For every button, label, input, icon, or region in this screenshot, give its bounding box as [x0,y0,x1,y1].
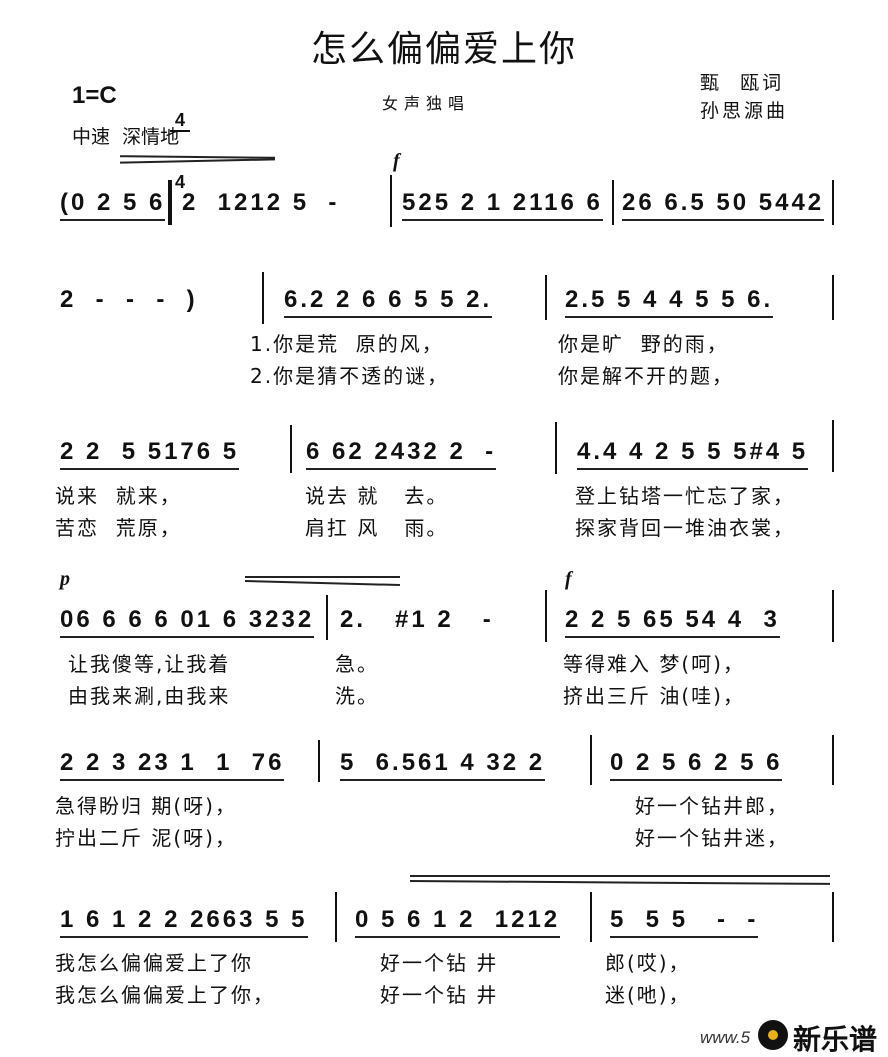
lyric-verse1: 说去 就 去。 [305,484,449,508]
time-top: 4 [170,110,191,132]
lyric-verse1: 让我傻等,让我着 [68,652,231,676]
barline [832,275,834,320]
measure: 5 5 5 - - [610,907,759,938]
record-disc-icon [758,1020,788,1050]
lyric-verse2: 肩扛 风 雨。 [305,516,449,540]
crescendo-line [119,158,276,164]
measure: 5 6.561 4 32 2 [340,750,546,781]
barline [612,180,614,225]
lyric-verse2: 2.你是猜不透的谜， [250,364,450,388]
lyric-verse1: 好一个钻井郎， [635,794,789,818]
lyric-verse2: 挤出三斤 油(哇)， [563,684,745,708]
measure: 06 6 6 6 01 6 3232 [60,607,315,638]
measure: (0 2 5 6 [60,190,166,221]
lyric-verse1: 说来 就来， [55,484,182,508]
lyric-verse2: 我怎么偏偏爱上了你， [55,983,275,1007]
dynamic-forte: f [393,150,400,172]
measure: 6 62 2432 2 - [306,439,497,470]
lyric-verse1: 好一个钻 井 [380,951,499,975]
song-title: 怎么偏偏爱上你 [310,29,577,70]
lyric-verse2: 由我来涮,由我来 [68,684,231,708]
lyric-verse1: 你是旷 野的雨， [558,332,729,356]
lyric-verse2: 你是解不开的题， [558,364,734,388]
lyric-verse2: 好一个钻井迷， [635,826,789,850]
repeat-barline [168,180,172,225]
watermark-url: www.5 [700,1028,751,1047]
barline [390,175,392,227]
time-signature: 4 4 [170,70,191,232]
measure: 2 2 5 65 54 4 3 [565,607,780,638]
barline [832,735,834,785]
barline [832,180,834,225]
measure: 4.4 4 2 5 5 5#4 5 [577,439,809,470]
barline [555,422,557,474]
lyric-verse1: 急得盼归 期(呀)， [55,794,237,818]
barline [545,275,547,320]
barline [326,595,328,640]
measure: 525 2 1 2116 6 [402,190,603,221]
lyric-verse2: 洗。 [335,684,379,708]
measure: 2.5 5 4 4 5 5 6. [565,287,774,318]
measure: 2 2 5 5176 5 [60,439,240,470]
measure: 0 2 5 6 2 5 6 [610,750,783,781]
measure: 2 - - - ) [60,286,198,313]
measure: 2. #1 2 - [340,606,494,633]
lyric-verse2: 拧出二斤 泥(呀)， [55,826,237,850]
barline [590,892,592,942]
diminuendo-line [244,580,400,587]
lyric-verse2: 苦恋 荒原， [55,516,182,540]
lyric-verse1: 登上钻塔一忙忘了家， [575,484,795,508]
diminuendo-line [409,880,830,885]
lyricist: 甄 瓯词 [700,72,785,94]
barline [832,420,834,472]
composer: 孙思源曲 [700,100,789,122]
tempo-marking: 中速 深情地 [72,126,180,148]
lyric-verse1: 等得难入 梦(呵)， [563,652,745,676]
barline [290,425,292,473]
lyric-verse1: 急。 [335,652,379,676]
lyric-verse2: 探家背回一堆油衣裳， [575,516,795,540]
measure: 0 5 6 1 2 1212 [355,907,561,938]
measure: 1 6 1 2 2 2663 5 5 [60,907,308,938]
diminuendo-line [410,875,830,877]
lyric-verse1: 1.你是荒 原的风， [250,332,444,356]
barline [335,892,337,942]
key-signature: 1=C [72,82,117,109]
barline [318,740,320,782]
watermark-brand: 新乐谱 [793,1024,878,1055]
measure: 6.2 2 6 6 5 5 2. [284,287,493,318]
dynamic-piano: p [60,568,70,590]
lyric-verse2: 迷(吔)， [605,983,691,1007]
lyric-verse1: 郎(哎)， [605,951,691,975]
performance-type: 女声独唱 [382,94,471,113]
lyric-verse1: 我怎么偏偏爱上了你 [55,951,253,975]
barline [545,590,547,642]
barline [832,892,834,942]
lyric-verse2: 好一个钻 井 [380,983,499,1007]
diminuendo-line [245,576,400,578]
measure: 2 2 3 23 1 1 76 [60,750,285,781]
barline [832,590,834,642]
measure: 2 1212 5 - [182,189,340,216]
barline [590,735,592,785]
barline [262,272,264,324]
dynamic-forte: f [565,568,572,590]
measure: 26 6.5 50 5442 [622,190,825,221]
time-bottom: 4 [175,172,186,192]
